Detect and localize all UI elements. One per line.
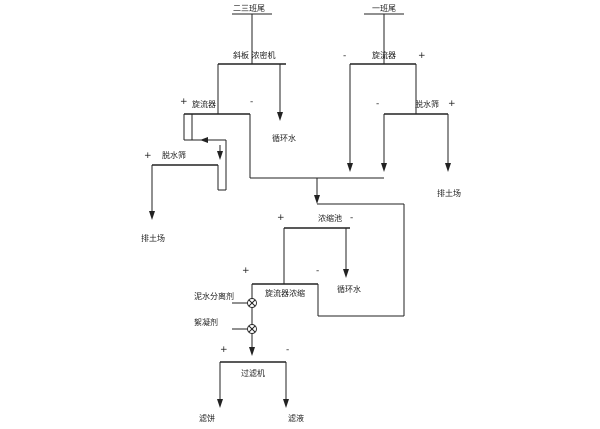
thickening-tank-label: 浓缩池	[318, 213, 342, 223]
cyclone-concentrate-minus: -	[316, 266, 319, 276]
dewater-screen-right-minus: -	[376, 99, 379, 109]
arrow-screen-right-undersize	[381, 163, 387, 172]
thickening-tank-node: 浓缩池 + - 循环水	[277, 213, 361, 294]
cyclone-concentrate-node: 旋流器浓缩 + -	[242, 203, 405, 356]
inclined-thickener-label: 斜板 浓密机	[233, 50, 276, 60]
filter-plus: +	[220, 345, 228, 355]
input-tailings-23-label: 二三班尾	[233, 3, 265, 13]
reagent-mud-water-separator: 泥水分离剂	[194, 291, 257, 308]
dewater-screen-right-label: 脱水筛	[415, 99, 439, 109]
arrow-to-circulating-water-1	[277, 112, 283, 121]
circulating-water-1-label: 循环水	[272, 133, 296, 143]
cyclone-left-label: 旋流器	[192, 99, 216, 109]
arrow-to-circulating-water-2	[343, 269, 349, 278]
dewater-screen-left-node: 脱水筛 + 排土场	[141, 137, 227, 243]
filter-node: 过滤机 + - 滤饼 滤液	[199, 345, 304, 423]
cyclone-left-minus: -	[250, 97, 253, 107]
thickening-tank-minus: -	[350, 213, 353, 223]
dewater-screen-right-plus: +	[448, 99, 456, 109]
cyclone-left-node: 旋流器 + -	[180, 92, 253, 178]
cyclone-right-minus: -	[343, 51, 346, 61]
arrow-to-discharge-right	[445, 163, 451, 172]
dewater-screen-left-label: 脱水筛	[162, 150, 186, 160]
inclined-thickener-node: 斜板 浓密机 循环水	[217, 50, 296, 143]
circulating-water-2-label: 循环水	[337, 284, 361, 294]
cyclone-left-plus: +	[180, 97, 188, 107]
dewater-screen-right-node: 脱水筛 - + 排土场	[376, 99, 461, 198]
arrow-to-discharge-left	[149, 211, 155, 220]
dewater-screen-left-plus: +	[144, 151, 152, 161]
cyclone-concentrate-label: 旋流器浓缩	[265, 288, 305, 298]
flocculant-label: 絮凝剂	[194, 317, 218, 327]
discharge-left-label: 排土场	[141, 233, 165, 243]
cyclone-concentrate-plus: +	[242, 266, 250, 276]
filter-label: 过滤机	[241, 368, 265, 378]
arrow-screen-return	[200, 137, 208, 143]
main-collector-line	[250, 177, 384, 204]
arrow-screen-left-undersize	[217, 151, 223, 160]
filter-minus: -	[286, 345, 289, 355]
arrow-to-filtrate	[283, 399, 289, 408]
thickening-tank-plus: +	[277, 213, 285, 223]
input-tailings-23: 二三班尾	[232, 3, 272, 64]
input-tailings-1: 一班尾	[364, 3, 404, 64]
cyclone-right-plus: +	[418, 51, 426, 61]
arrow-to-thickening-tank	[314, 195, 320, 204]
mud-water-separator-label: 泥水分离剂	[194, 291, 234, 301]
arrow-to-filter-cake	[217, 399, 223, 408]
discharge-right-label: 排土场	[437, 188, 461, 198]
input-tailings-1-label: 一班尾	[372, 3, 396, 13]
arrow-cyclone-right-overflow	[347, 163, 353, 172]
cyclone-right-label: 旋流器	[372, 50, 396, 60]
cyclone-right-node: 旋流器 - +	[343, 50, 426, 172]
filter-cake-label: 滤饼	[199, 413, 215, 423]
filtrate-label: 滤液	[288, 413, 304, 423]
arrow-to-filter	[249, 347, 255, 356]
reagent-flocculant: 絮凝剂	[194, 317, 257, 334]
